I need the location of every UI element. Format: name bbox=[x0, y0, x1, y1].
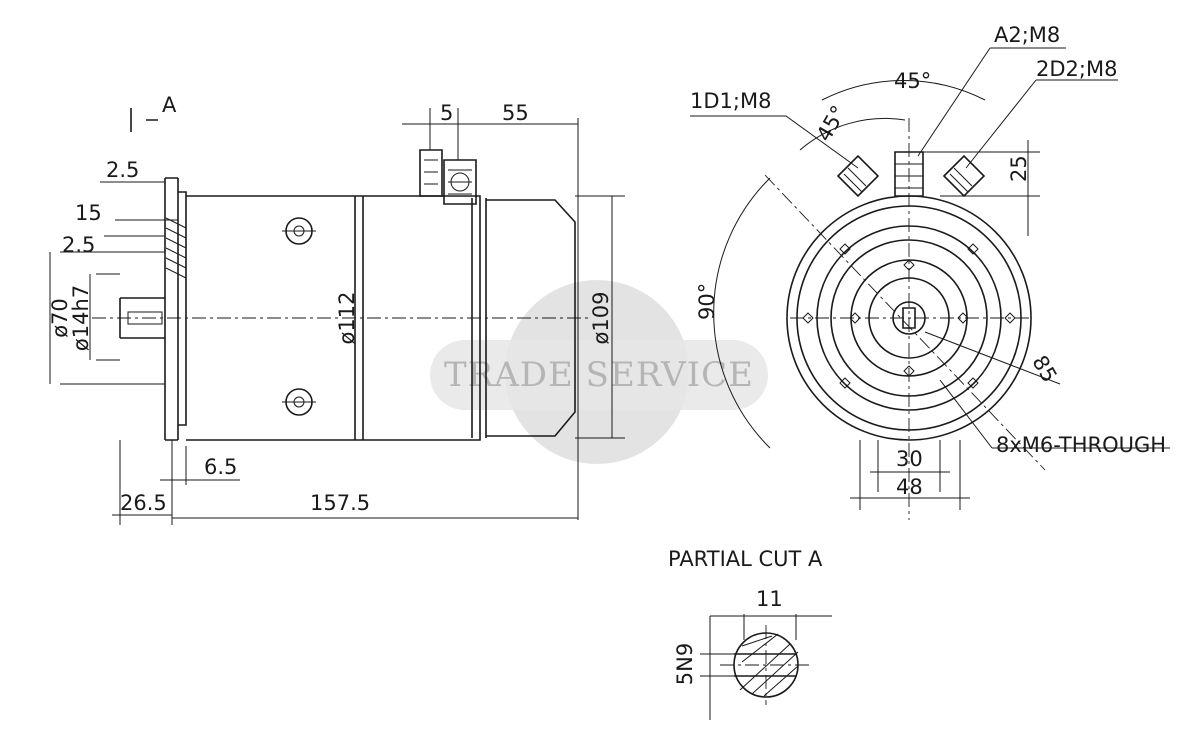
terminal-1d1 bbox=[836, 154, 880, 198]
section-marker-label: A bbox=[162, 93, 177, 117]
dim-26-5: 26.5 bbox=[120, 491, 167, 515]
label-a2: A2;M8 bbox=[994, 23, 1060, 47]
label-45-top: 45° bbox=[894, 69, 931, 93]
keyway bbox=[734, 653, 796, 677]
angle-90-arc bbox=[713, 177, 771, 449]
dim-bottom-lines bbox=[112, 440, 578, 525]
dim-15: 15 bbox=[75, 201, 102, 225]
terminal-stud-right bbox=[443, 159, 477, 205]
flange-step bbox=[178, 191, 187, 426]
label-holes: 8xM6-THROUGH bbox=[996, 433, 1166, 457]
body-bolt-lower bbox=[282, 388, 316, 416]
dim-2-5-mid: 2.5 bbox=[62, 233, 95, 257]
dim-5n9-lines bbox=[700, 616, 744, 720]
label-1d1: 1D1;M8 bbox=[690, 89, 771, 113]
side-view: A 2.5 15 2.5 ø70 ø14h7 ø112 ø109 5 55 6.… bbox=[48, 93, 625, 525]
dim-11-lines bbox=[710, 614, 832, 640]
dim-5n9: 5N9 bbox=[673, 643, 697, 685]
terminal-nut bbox=[450, 172, 470, 192]
dim-112: ø112 bbox=[335, 292, 359, 345]
dim-5: 5 bbox=[440, 101, 453, 125]
dim-vert-left bbox=[49, 252, 91, 384]
section-centerlines bbox=[720, 625, 810, 705]
label-48: 48 bbox=[896, 475, 923, 499]
angle-45-side-arc bbox=[799, 117, 906, 151]
shaft-key-front bbox=[902, 307, 916, 329]
label-90: 90° bbox=[695, 283, 719, 320]
partial-cut-title: PARTIAL CUT A bbox=[668, 547, 823, 571]
dim-55: 55 bbox=[502, 101, 529, 125]
label-85: 85 bbox=[1027, 351, 1061, 386]
angle-45-top-arc bbox=[821, 79, 986, 101]
dim-157-5: 157.5 bbox=[310, 491, 370, 515]
dim-30-48-lines bbox=[850, 440, 970, 510]
terminal-threads bbox=[424, 159, 472, 195]
end-cap bbox=[486, 199, 576, 437]
leader-2d2 bbox=[965, 79, 1118, 169]
front-view: 1D1;M8 A2;M8 2D2;M8 45° 45° 90° 25 85 8x… bbox=[690, 23, 1170, 520]
dim-25-lines bbox=[923, 140, 1040, 236]
terminal-stud-left bbox=[419, 149, 443, 197]
leader-a2 bbox=[917, 47, 1066, 157]
dim-6-5: 6.5 bbox=[204, 455, 237, 479]
section-hatch bbox=[739, 633, 799, 697]
dim-11: 11 bbox=[756, 587, 783, 611]
dim-top-lines bbox=[402, 108, 579, 520]
dim-109: ø109 bbox=[589, 292, 613, 345]
dim-109-lines bbox=[575, 195, 625, 439]
watermark: TRADE SERVICE bbox=[430, 280, 768, 464]
section-marker-line bbox=[130, 108, 158, 132]
flange-outline bbox=[164, 177, 179, 441]
dim-horiz-left bbox=[100, 181, 178, 221]
dim-14h7: ø14h7 bbox=[69, 285, 93, 351]
leader-holes bbox=[939, 379, 1170, 449]
shaft-key bbox=[127, 311, 163, 325]
dim-2-5-top: 2.5 bbox=[106, 158, 139, 182]
label-30: 30 bbox=[896, 447, 923, 471]
terminal-2d2 bbox=[942, 154, 986, 198]
watermark-text: TRADE SERVICE bbox=[444, 355, 754, 395]
dim-70: ø70 bbox=[48, 298, 72, 338]
diagonal-centerline bbox=[764, 174, 1046, 471]
dim-85-line bbox=[924, 331, 1061, 385]
front-centerlines bbox=[790, 118, 1030, 520]
terminal-a2 bbox=[894, 151, 924, 197]
flange-hatch bbox=[165, 217, 187, 279]
watermark-band bbox=[430, 340, 768, 410]
partial-cut: PARTIAL CUT A 11 5N9 bbox=[668, 547, 832, 720]
body-bolt-upper bbox=[282, 217, 316, 245]
mount-holes bbox=[802, 243, 1016, 389]
leader-1d1 bbox=[690, 115, 859, 169]
label-25: 25 bbox=[1007, 155, 1031, 182]
label-2d2: 2D2;M8 bbox=[1036, 57, 1117, 81]
